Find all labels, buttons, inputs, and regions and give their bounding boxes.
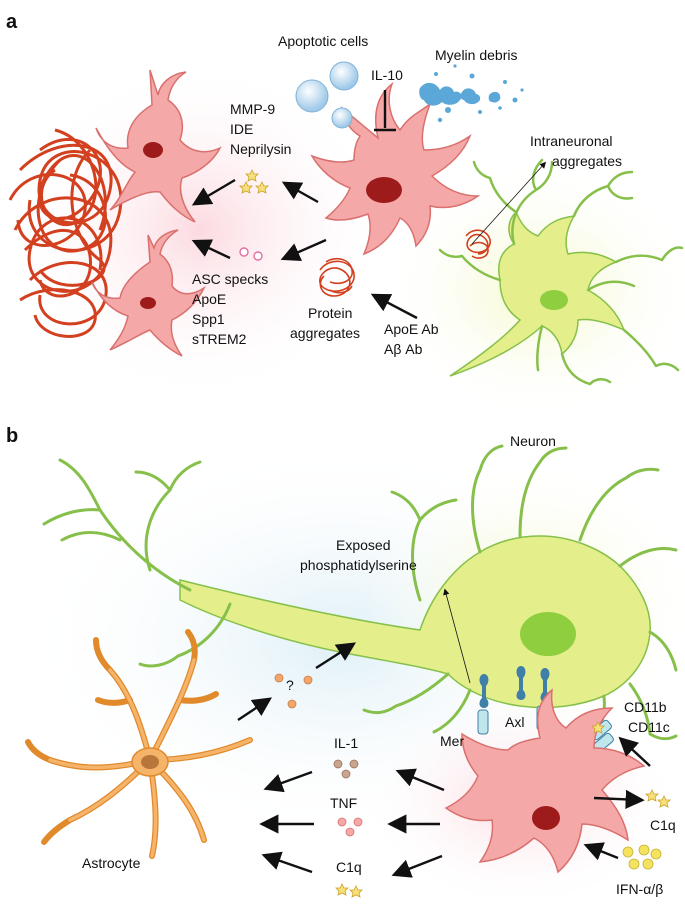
neuron-panel-a bbox=[438, 158, 684, 386]
axl-ligand-icon bbox=[540, 668, 550, 702]
arrow-enzymes-to-plaque bbox=[191, 178, 236, 206]
c1q-right-label: C1q bbox=[650, 817, 676, 833]
asc-specks-icon bbox=[239, 247, 263, 261]
arrow-microglia-to-specks bbox=[280, 238, 327, 262]
mer-receptor-icon bbox=[477, 709, 489, 735]
intraneuronal-aggregate-icon bbox=[465, 229, 491, 259]
arrow-il1-to-astrocyte bbox=[263, 770, 313, 793]
arrow-ifn-to-microglia bbox=[583, 842, 619, 861]
il10-label: IL-10 bbox=[371, 67, 403, 83]
ps-pointer-line bbox=[443, 588, 471, 684]
unknown-factor-dots-icon bbox=[274, 673, 313, 709]
antibody-label-1: ApoE Ab bbox=[384, 321, 439, 337]
arrow-microglia-to-c1q bbox=[391, 854, 443, 878]
c1q-left-label: C1q bbox=[336, 859, 362, 875]
arrow-c1q-to-cd11 bbox=[618, 736, 651, 767]
amyloid-plaque-tangle-icon bbox=[8, 128, 123, 338]
nucleus-icon bbox=[520, 612, 576, 656]
protein-aggregates-label-1: Protein bbox=[308, 305, 352, 321]
panel-b-label: b bbox=[6, 425, 18, 447]
arrow-astrocyte-to-factor bbox=[237, 697, 272, 721]
arrow-antibodies-to-aggregates bbox=[370, 293, 418, 320]
myelin-debris-label: Myelin debris bbox=[435, 47, 517, 63]
antibody-label-2: Aβ Ab bbox=[384, 341, 423, 357]
neuron-label: Neuron bbox=[510, 433, 556, 449]
il1-label: IL-1 bbox=[334, 735, 358, 751]
nucleus-icon bbox=[540, 290, 568, 310]
il10-inhibition-icon bbox=[374, 90, 396, 132]
microglia-center bbox=[310, 81, 481, 256]
axl-ligand-icon bbox=[516, 666, 526, 700]
arrow-microglia-to-enzymes bbox=[281, 181, 319, 204]
exposed-ps-label-2: phosphatidylserine bbox=[300, 557, 417, 573]
myelin-debris-icon bbox=[419, 64, 524, 123]
mer-label: Mer bbox=[440, 733, 464, 749]
unknown-factor-label: ? bbox=[286, 677, 294, 693]
ifn-dots-icon bbox=[622, 844, 662, 870]
astrocyte-cell bbox=[25, 629, 253, 859]
arrow-factor-to-neuron bbox=[315, 642, 357, 670]
secreted-label-3: Spp1 bbox=[192, 311, 225, 327]
protein-aggregate-icon bbox=[319, 257, 355, 297]
panel-b-arrows bbox=[237, 588, 651, 878]
apoptotic-cells-label: Apoptotic cells bbox=[278, 33, 368, 49]
enzyme-label-2: IDE bbox=[230, 121, 253, 137]
microglia-panel-b bbox=[444, 688, 646, 874]
protein-aggregates-label-2: aggregates bbox=[290, 325, 360, 341]
c1q-left-stars-icon bbox=[335, 883, 363, 898]
microglia-top-left bbox=[95, 69, 222, 223]
apoptotic-cells-icon bbox=[295, 61, 359, 129]
secreted-label-1: ASC specks bbox=[192, 271, 268, 287]
nucleus-icon bbox=[140, 297, 156, 309]
astrocyte-label: Astrocyte bbox=[82, 855, 141, 871]
arrow-c1q-to-astrocyte bbox=[261, 851, 313, 874]
nucleus-icon bbox=[532, 806, 560, 830]
panel-a-arrows bbox=[191, 161, 547, 320]
panel-a-label: a bbox=[6, 11, 18, 33]
arrow-microglia-to-il1 bbox=[395, 768, 445, 792]
arrow-specks-to-plaque bbox=[191, 239, 231, 260]
phosphatidylserine-receptor-icon bbox=[479, 674, 489, 708]
axl-label: Axl bbox=[505, 714, 524, 730]
enzyme-label-1: MMP-9 bbox=[230, 101, 275, 117]
microglia-bottom-left bbox=[91, 229, 206, 357]
tnf-dots-icon bbox=[337, 817, 363, 837]
enzyme-label-3: Neprilysin bbox=[230, 141, 291, 157]
cd11b-label: CD11b bbox=[624, 699, 667, 715]
il1-dots-icon bbox=[333, 759, 359, 779]
intraneuronal-label-1: Intraneuronal bbox=[530, 133, 613, 149]
nucleus-icon bbox=[143, 142, 163, 158]
secreted-label-2: ApoE bbox=[192, 291, 226, 307]
c1q-right-stars-icon bbox=[591, 721, 671, 808]
ifn-label: IFN-α/β bbox=[616, 881, 663, 897]
tnf-label: TNF bbox=[330, 795, 357, 811]
enzyme-stars-icon bbox=[239, 169, 269, 194]
cd11c-label: CD11c bbox=[628, 719, 670, 735]
intraneuronal-pointer-line bbox=[471, 161, 547, 245]
arrow-microglia-to-c1q-right bbox=[593, 789, 645, 809]
secreted-label-4: sTREM2 bbox=[192, 331, 247, 347]
exposed-ps-label-1: Exposed bbox=[336, 537, 390, 553]
nucleus-icon bbox=[141, 755, 159, 769]
intraneuronal-label-2: aggregates bbox=[552, 153, 622, 169]
nucleus-icon bbox=[366, 177, 402, 203]
